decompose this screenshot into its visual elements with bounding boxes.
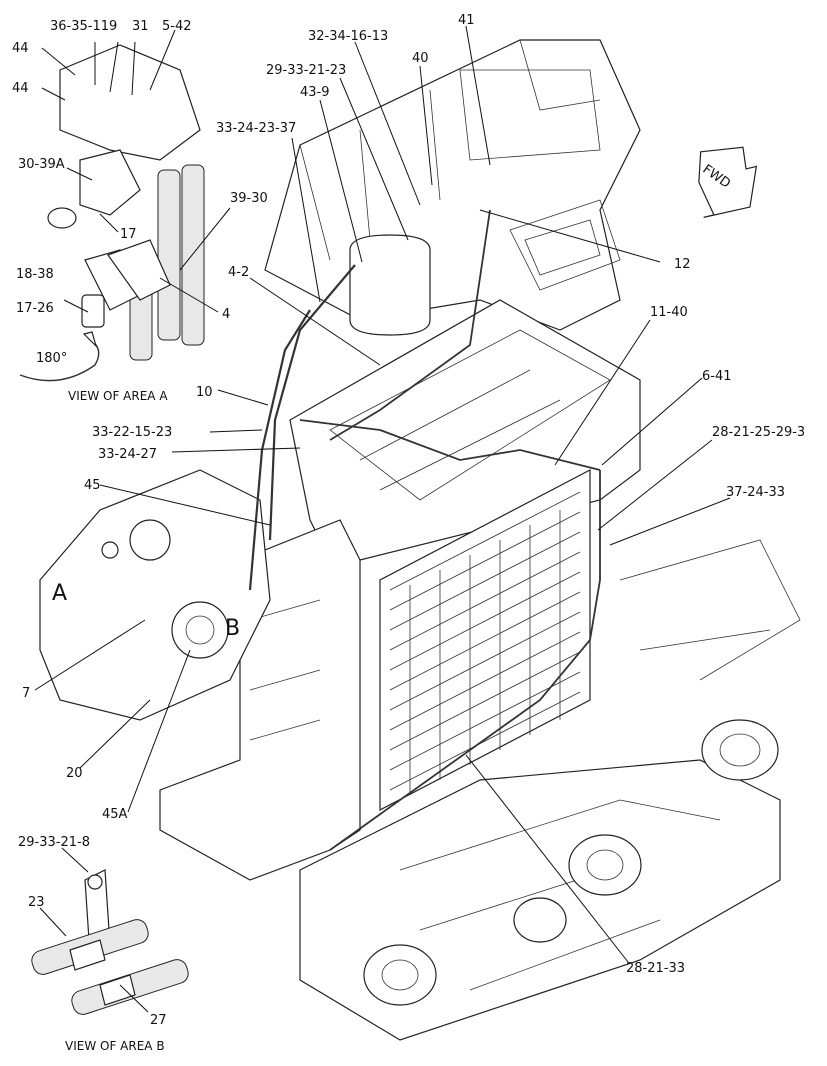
callout-43-9: 43-9 bbox=[300, 85, 330, 100]
rotation-label: 180° bbox=[36, 351, 67, 366]
callout-18-38: 18-38 bbox=[16, 267, 54, 282]
callout-4: 4 bbox=[222, 307, 230, 322]
callout-27: 27 bbox=[150, 1013, 167, 1028]
callout-33-22-15-23: 33-22-15-23 bbox=[92, 425, 172, 440]
callout-39-30: 39-30 bbox=[230, 191, 268, 206]
callout-37-24-33: 37-24-33 bbox=[726, 485, 785, 500]
callout-17: 17 bbox=[120, 227, 137, 242]
callout-45: 45 bbox=[84, 478, 101, 493]
callout-10: 10 bbox=[196, 385, 213, 400]
forward-arrow-icon: FWD bbox=[698, 146, 758, 218]
callout-28-21-33: 28-21-33 bbox=[626, 961, 685, 976]
callout-17-26: 17-26 bbox=[16, 301, 54, 316]
callout-30-39A: 30-39A bbox=[18, 157, 65, 172]
callout-32-34-16-13: 32-34-16-13 bbox=[308, 29, 388, 44]
callout-29-33-21-8: 29-33-21-8 bbox=[18, 835, 90, 850]
callout-7: 7 bbox=[22, 686, 30, 701]
callout-28-21-25-29-3: 28-21-25-29-3 bbox=[712, 425, 805, 440]
callout-45A: 45A bbox=[102, 807, 128, 822]
area-marker-a: A bbox=[52, 581, 67, 606]
caption-view-area-a: VIEW OF AREA A bbox=[68, 389, 168, 403]
callout-12: 12 bbox=[674, 257, 691, 272]
callout-33-24-27: 33-24-27 bbox=[98, 447, 157, 462]
callout-31: 31 bbox=[132, 19, 149, 34]
callout-41: 41 bbox=[458, 13, 475, 28]
callout-29-33-21-23: 29-33-21-23 bbox=[266, 63, 346, 78]
leader-lines bbox=[34, 25, 731, 1013]
callout-36-35-119: 36-35-119 bbox=[50, 19, 117, 34]
callout-40: 40 bbox=[412, 51, 429, 66]
caption-view-area-b: VIEW OF AREA B bbox=[65, 1039, 165, 1053]
callout-20: 20 bbox=[66, 766, 83, 781]
callout-44-lower: 44 bbox=[12, 81, 29, 96]
callout-44-upper: 44 bbox=[12, 41, 29, 56]
callout-5-42: 5-42 bbox=[162, 19, 192, 34]
callout-23: 23 bbox=[28, 895, 45, 910]
callout-4-2: 4-2 bbox=[228, 265, 249, 280]
callout-11-40: 11-40 bbox=[650, 305, 688, 320]
area-marker-b: B bbox=[225, 616, 240, 641]
callout-6-41: 6-41 bbox=[702, 369, 732, 384]
machine-drawing bbox=[19, 39, 801, 1041]
callout-labels: 36-35-119 31 5-42 44 44 30-39A 39-30 17 … bbox=[12, 13, 805, 1028]
callout-33-24-23-37: 33-24-23-37 bbox=[216, 121, 296, 136]
